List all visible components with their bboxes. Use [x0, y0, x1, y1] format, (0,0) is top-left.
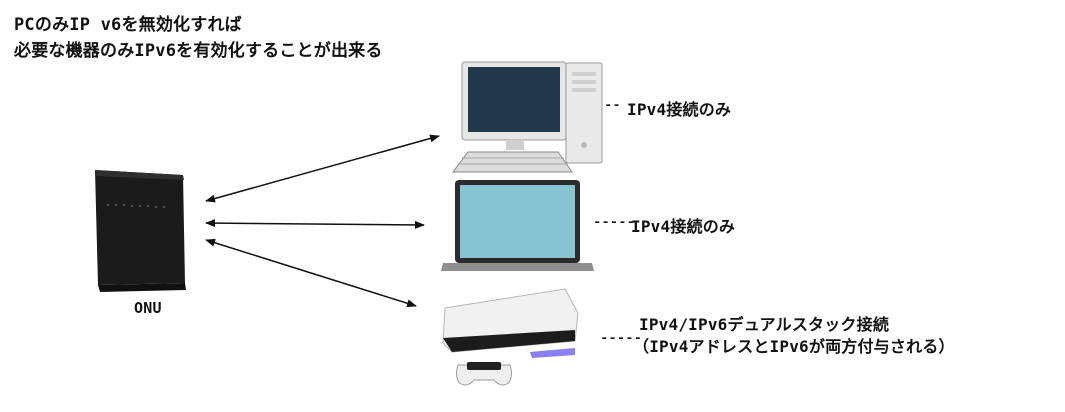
- desktop-label: IPv4接続のみ: [627, 100, 732, 119]
- console-label-line-2: （IPv4アドレスとIPv6が両方付与される）: [633, 337, 955, 356]
- title-line-2: 必要な機器のみIPv6を有効化することが出来る: [14, 41, 383, 61]
- arrow-onu-desktop: [205, 134, 440, 203]
- onu-label: ONU: [134, 299, 162, 317]
- title-line-1: PCのみIP v6を無効化すれば: [14, 15, 242, 35]
- dash-console: -----: [600, 331, 642, 347]
- dash-laptop: -----: [593, 215, 635, 231]
- laptop-label: IPv4接続のみ: [631, 217, 736, 236]
- arrow-onu-console: [205, 238, 417, 308]
- dash-desktop: --: [604, 98, 621, 114]
- console-label-line-1: IPv4/IPv6デュアルスタック接続: [639, 315, 890, 334]
- laptop-icon: [441, 180, 594, 271]
- onu-router-icon: [95, 170, 186, 292]
- desktop-pc-icon: [452, 61, 603, 173]
- game-console-icon: [442, 288, 579, 386]
- arrow-onu-laptop: [205, 219, 425, 229]
